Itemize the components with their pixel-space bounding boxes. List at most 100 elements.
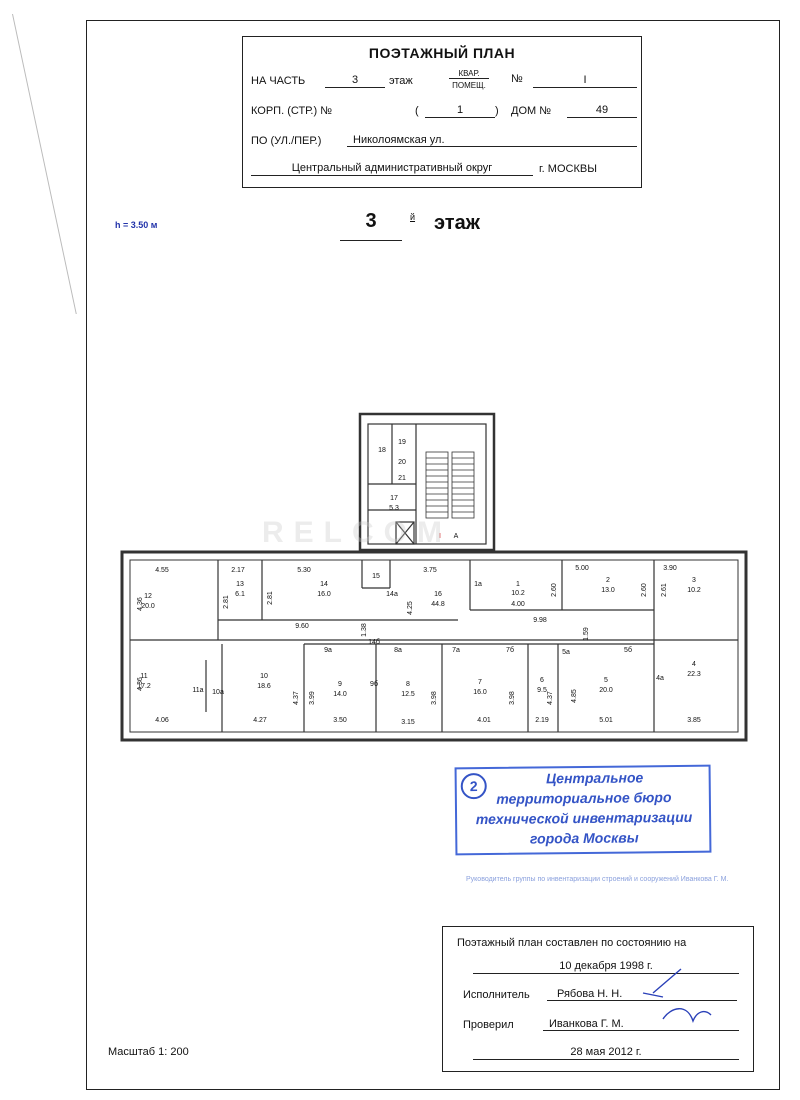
dim-4.01: 4.01	[477, 717, 491, 724]
label-14a: 14а	[386, 591, 398, 598]
number-sign: №	[511, 73, 523, 85]
window-marks	[121, 551, 747, 741]
label-4a: 4а	[656, 675, 664, 682]
dim-4.85: 4.85	[571, 689, 578, 703]
dim-2.60a: 2.60	[551, 583, 558, 597]
state-date: 10 декабря 1998 г.	[473, 959, 739, 974]
room-2-area: 13.0	[601, 587, 615, 594]
dim-2.81b: 2.81	[267, 591, 274, 605]
room-8-area: 12.5	[401, 691, 415, 698]
label-7a: 7а	[452, 647, 460, 654]
stamp-line-4: города Москвы	[529, 829, 639, 847]
korp-close: )	[495, 105, 499, 117]
label-19: 19	[398, 439, 406, 446]
bti-stamp: 2 Центральное территориальное бюро техни…	[454, 764, 712, 856]
scale-label: Масштаб 1: 200	[108, 1046, 189, 1058]
document-title: ПОЭТАЖНЫЙ ПЛАН	[368, 45, 516, 61]
room-7-area: 16.0	[473, 689, 487, 696]
room-1-area: 10.2	[511, 590, 525, 597]
dim-3.85: 3.85	[687, 717, 701, 724]
floor-suffix: й	[410, 212, 416, 222]
room-13-area: 6.1	[235, 591, 245, 598]
dim-1.38: 1.38	[361, 623, 368, 637]
label-15: 15	[372, 573, 380, 580]
dim-3.15: 3.15	[401, 719, 415, 726]
room-11-id: 11	[140, 673, 147, 680]
dim-2.17: 2.17	[231, 567, 245, 574]
label-9a: 9а	[324, 647, 332, 654]
dim-4.36a: 4.36	[137, 597, 144, 611]
floor-number: 3	[340, 210, 402, 241]
dim-4.37b: 4.37	[547, 691, 554, 705]
dim-4.37a: 4.37	[293, 691, 300, 705]
label-5b: 5б	[624, 646, 632, 654]
room-13-id: 13	[236, 581, 244, 588]
faint-signature-line: Руководитель группы по инвентаризации ст…	[466, 876, 729, 883]
stamp-line-2: территориальное бюро	[496, 789, 672, 807]
dim-3.50: 3.50	[333, 717, 347, 724]
label-18: 18	[378, 447, 386, 454]
checked-label: Проверил	[463, 1019, 514, 1031]
street-value: Николоямская ул.	[347, 133, 637, 147]
room-17-area: 5.3	[389, 505, 399, 512]
checked-value: Иванкова Г. М.	[543, 1017, 739, 1031]
room-11-area: 17.2	[137, 683, 151, 690]
dim-9.60: 9.60	[295, 623, 309, 630]
korp-label: КОРП. (СТР.) №	[251, 105, 332, 117]
room-9-area: 14.0	[333, 691, 347, 698]
dim-4.06: 4.06	[155, 717, 169, 724]
label-21: 21	[398, 475, 406, 482]
room-4-area: 22.3	[687, 671, 701, 678]
dim-3.90: 3.90	[663, 565, 677, 572]
korp-open: (	[415, 105, 419, 117]
number-value: I	[533, 73, 637, 88]
dim-2.81a: 2.81	[223, 595, 230, 609]
executor-label: Исполнитель	[463, 989, 530, 1001]
dim-3.75: 3.75	[423, 567, 437, 574]
room-10-area: 18.6	[257, 683, 271, 690]
room-7-id: 7	[478, 679, 482, 686]
room-17-id: 17	[390, 495, 398, 502]
room-12-id: 12	[144, 593, 152, 600]
building-inner-wall	[129, 559, 739, 733]
room-4-id: 4	[692, 661, 696, 668]
korp-value: 1	[425, 103, 495, 118]
dim-5.00: 5.00	[575, 565, 589, 572]
room-9-id: 9	[338, 681, 342, 688]
label-10a: 10а	[212, 689, 224, 696]
footer-block: Поэтажный план составлен по состоянию на…	[442, 926, 754, 1072]
stair-flight	[425, 451, 475, 519]
room-6-id: 6	[540, 677, 544, 684]
dim-4.00: 4.00	[511, 601, 525, 608]
district-value: Центральный административный округ	[251, 161, 533, 176]
dom-value: 49	[567, 103, 637, 118]
kvar-label: КВАР.	[449, 69, 489, 79]
ceiling-height: h = 3.50 м	[115, 220, 158, 230]
dim-1.59: 1.59	[583, 627, 590, 641]
dim-4.55: 4.55	[155, 567, 169, 574]
label-11a: 11а	[192, 687, 203, 694]
floor-word: этаж	[434, 212, 480, 234]
check-date: 28 мая 2012 г.	[473, 1045, 739, 1060]
room-14-area: 16.0	[317, 591, 331, 598]
stamp-line-3: технической инвентаризации	[475, 808, 693, 828]
label-9b: 9б	[370, 680, 378, 688]
label-A: А	[454, 533, 459, 540]
dim-9.98: 9.98	[533, 617, 547, 624]
room-5-id: 5	[604, 677, 608, 684]
building-outer-wall	[120, 550, 748, 742]
dim-4.25: 4.25	[407, 601, 414, 615]
header-block: ПОЭТАЖНЫЙ ПЛАН НА ЧАСТЬ 3 этаж КВАР. ПОМ…	[242, 36, 642, 188]
handwritten-signatures	[642, 968, 712, 1024]
floor-value: 3	[325, 73, 385, 88]
dim-4.27: 4.27	[253, 717, 267, 724]
room-16-id: 16	[434, 591, 442, 598]
label-5a: 5а	[562, 649, 570, 656]
floor-plan: 1 10.2 2 13.0 3 10.2 4 22.3 5 20.0 6 9.5…	[120, 412, 748, 742]
dim-5.01: 5.01	[599, 717, 613, 724]
label-I: I	[439, 533, 441, 540]
street-label: ПО (УЛ./ПЕР.)	[251, 135, 322, 147]
label-8a: 8а	[394, 647, 402, 654]
room-8-id: 8	[406, 681, 410, 688]
dim-5.30: 5.30	[297, 567, 311, 574]
